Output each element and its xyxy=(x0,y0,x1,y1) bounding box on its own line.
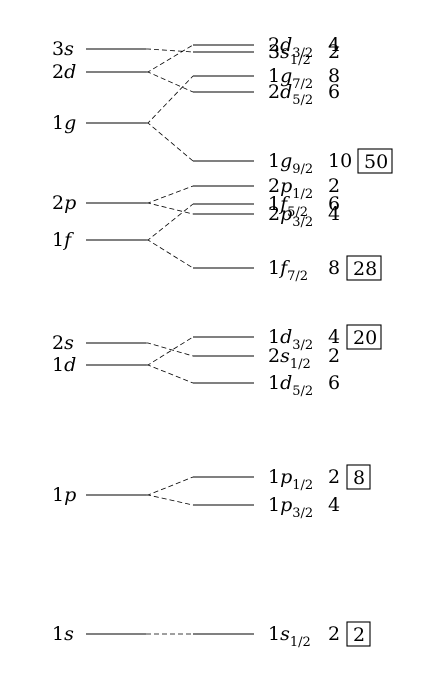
level-3s: 3s xyxy=(52,38,146,60)
level-label-2d: 2d xyxy=(52,61,76,83)
connector-2d-3-2 xyxy=(146,44,194,73)
split-label-1d-5-2: 1d5/2 xyxy=(268,372,313,399)
occupancy-2d-3-2: 4 xyxy=(328,34,340,56)
split-label-2s-1-2: 2s1/2 xyxy=(268,345,311,372)
level-1s: 1s xyxy=(52,623,146,645)
split-level-2p-1-2: 2p1/2 2 xyxy=(193,175,340,202)
split-label-2p-1-2: 2p1/2 xyxy=(268,175,313,202)
level-label-1g: 1g xyxy=(52,112,76,134)
level-1g: 1g xyxy=(52,112,146,134)
occupancy-1g-9-2: 10 xyxy=(328,150,352,172)
level-label-2p: 2p xyxy=(52,192,76,214)
split-label-1f-5-2: 1f5/2 xyxy=(268,193,308,220)
split-label-2d-5-2: 2d5/2 xyxy=(268,81,313,108)
split-level-2d-5-2: 2d5/2 6 xyxy=(193,81,340,108)
level-1f: 1f xyxy=(52,229,146,251)
occupancy-1d-5-2: 6 xyxy=(328,372,340,394)
split-label-1s-1-2: 1s1/2 xyxy=(268,623,311,650)
occupancy-2d-5-2: 6 xyxy=(328,81,340,103)
connector-2p-1-2 xyxy=(146,185,194,204)
splitting-connectors xyxy=(146,44,194,635)
magic-number-box xyxy=(346,621,371,647)
occupancy-1f-5-2: 6 xyxy=(328,193,340,215)
magic-number-box xyxy=(357,148,393,174)
connector-1p-1-2 xyxy=(146,476,194,496)
level-label-2s: 2s xyxy=(52,332,74,354)
occupancy-1g-7-2: 8 xyxy=(328,65,340,87)
split-label-3s-1-2: 3s1/2 xyxy=(268,41,311,68)
split-label-1p-1-2: 1p1/2 xyxy=(268,466,313,493)
level-2p: 2p xyxy=(52,192,146,214)
connector-1p-3-2 xyxy=(146,494,194,506)
occupancy-2p-3-2: 4 xyxy=(328,203,340,225)
split-level-1d-3-2: 1d3/2 4 20 xyxy=(193,324,382,353)
connector-1g-7-2 xyxy=(146,75,194,124)
split-level-1f-7-2: 1f7/2 8 28 xyxy=(193,255,382,284)
level-label-1s: 1s xyxy=(52,623,74,645)
connector-1d-5-2 xyxy=(146,364,194,384)
magic-number: 8 xyxy=(353,467,365,489)
connector-1g-9-2 xyxy=(146,122,194,162)
split-level-2d-3-2: 2d3/2 4 xyxy=(193,34,340,61)
occupancy-1p-3-2: 4 xyxy=(328,494,340,516)
occupancy-2p-1-2: 2 xyxy=(328,175,340,197)
level-2d: 2d xyxy=(52,61,146,83)
level-label-1f: 1f xyxy=(52,229,74,251)
split-level-1g-7-2: 1g7/2 8 xyxy=(193,65,340,92)
magic-number-box xyxy=(346,464,371,490)
magic-number: 20 xyxy=(353,327,377,349)
magic-number-box xyxy=(346,324,382,350)
split-level-1p-3-2: 1p3/2 4 xyxy=(193,494,340,521)
occupancy-1d-3-2: 4 xyxy=(328,326,340,348)
level-1d: 1d xyxy=(52,354,146,376)
occupancy-3s-1-2: 2 xyxy=(328,41,340,63)
split-label-1g-7-2: 1g7/2 xyxy=(268,65,313,92)
split-level-1d-5-2: 1d5/2 6 xyxy=(193,372,340,399)
occupancy-1p-1-2: 2 xyxy=(328,466,340,488)
magic-number: 50 xyxy=(364,151,388,173)
connector-2p-3-2 xyxy=(146,202,194,215)
level-label-1p: 1p xyxy=(52,484,76,506)
magic-number: 28 xyxy=(353,258,377,280)
connector-3s-1-2 xyxy=(146,48,194,53)
split-level-2s-1-2: 2s1/2 2 xyxy=(193,345,340,372)
split-level-1g-9-2: 1g9/2 10 50 xyxy=(193,148,393,177)
magic-number: 2 xyxy=(353,624,365,646)
split-label-2p-3-2: 2p3/2 xyxy=(268,203,313,230)
split-label-1p-3-2: 1p3/2 xyxy=(268,494,313,521)
connector-2d-5-2 xyxy=(146,71,194,93)
connector-2s-1-2 xyxy=(146,342,194,357)
split-label-1f-7-2: 1f7/2 xyxy=(268,257,308,284)
split-label-1g-9-2: 1g9/2 xyxy=(268,150,313,177)
occupancy-1f-7-2: 8 xyxy=(328,257,340,279)
connector-1f-7-2 xyxy=(146,239,194,269)
level-2s: 2s xyxy=(52,332,146,354)
split-level-1f-5-2: 1f5/2 6 xyxy=(193,193,340,220)
level-1p: 1p xyxy=(52,484,146,506)
occupancy-1s-1-2: 2 xyxy=(328,623,340,645)
level-label-1d: 1d xyxy=(52,354,76,376)
occupancy-2s-1-2: 2 xyxy=(328,345,340,367)
magic-number-box xyxy=(346,255,382,281)
level-label-3s: 3s xyxy=(52,38,74,60)
split-level-3s-1-2: 3s1/2 2 xyxy=(193,41,340,68)
split-level-2p-3-2: 2p3/2 4 xyxy=(193,203,340,230)
connector-1d-3-2 xyxy=(146,336,194,366)
connector-1f-5-2 xyxy=(146,203,194,241)
split-label-2d-3-2: 2d3/2 xyxy=(268,34,313,61)
split-label-1d-3-2: 1d3/2 xyxy=(268,326,313,353)
